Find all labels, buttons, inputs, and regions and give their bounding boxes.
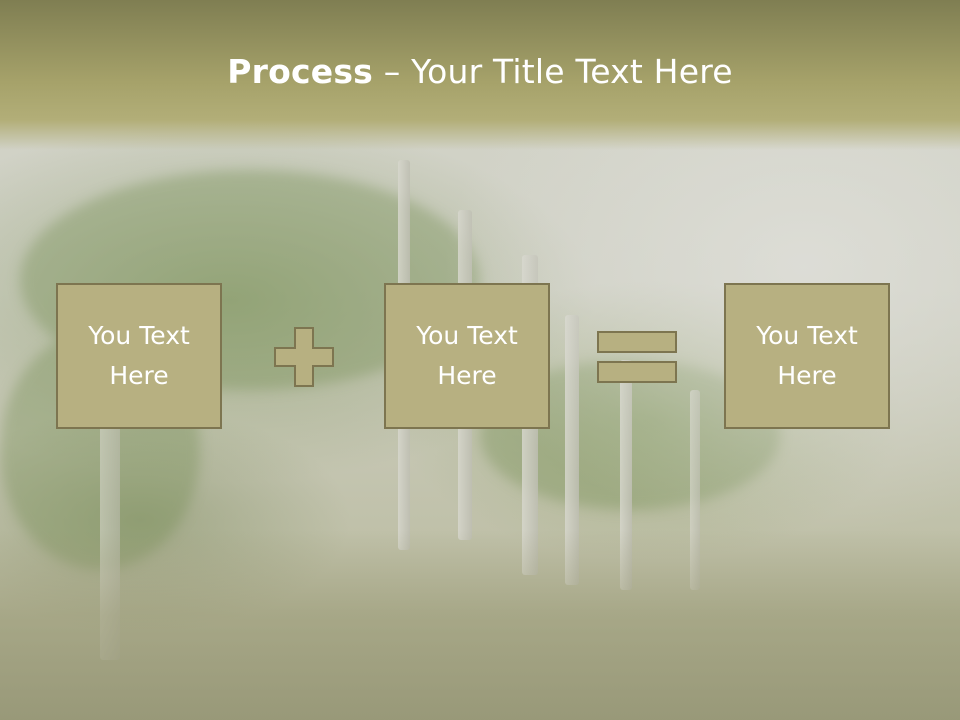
header-band (0, 0, 960, 150)
title-bold-part: Process (227, 52, 374, 91)
process-box-text: You Text Here (756, 321, 858, 390)
plus-icon (274, 327, 334, 387)
process-box-text: You Text Here (416, 321, 518, 390)
process-box-1[interactable]: You Text Here (56, 283, 222, 429)
process-box-3[interactable]: You Text Here (724, 283, 890, 429)
slide-title[interactable]: Process – Your Title Text Here (0, 52, 960, 91)
title-rest-part: – Your Title Text Here (373, 52, 733, 91)
process-box-2[interactable]: You Text Here (384, 283, 550, 429)
equals-icon (597, 331, 677, 383)
process-box-text: You Text Here (88, 321, 190, 390)
background-ground (0, 530, 960, 720)
